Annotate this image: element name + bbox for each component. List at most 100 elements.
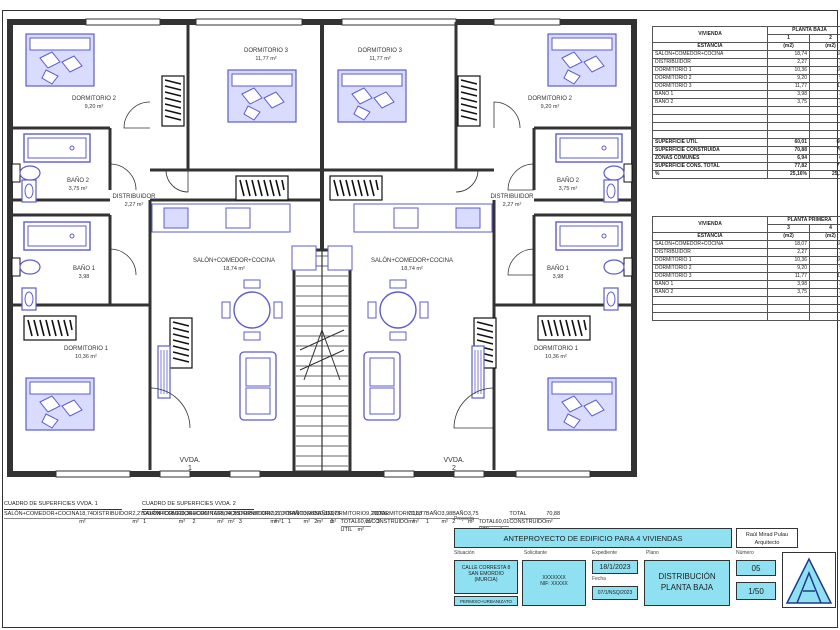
- escala: 1/50: [736, 582, 776, 600]
- cooktop-icon: [393, 207, 419, 229]
- table-cell: 3,75: [767, 288, 810, 297]
- fecha-label: Fecha: [592, 576, 606, 582]
- table-cell: 60,01: [809, 138, 840, 147]
- bottom-code: PERMISO+URBANIZATO: [454, 596, 518, 606]
- proyecto-title: ANTEPROYECTO DE EDIFICIO PARA 4 VIVIENDA…: [454, 528, 732, 548]
- table-cell: %: [652, 170, 768, 179]
- table-cell: 11,77: [809, 82, 840, 91]
- table-cell: SALÓN+COMEDOR+COCINA: [652, 240, 768, 249]
- cuadro-value: 18,74 m²: [79, 510, 93, 526]
- cuadro-label: BAÑO 2: [452, 510, 468, 526]
- table-cell: 10,36: [767, 256, 810, 265]
- shower-icon: [555, 221, 623, 251]
- sofa-icon: [363, 351, 401, 421]
- fridge-icon: [327, 245, 353, 271]
- cuadro-value: 2,27 m²: [132, 510, 144, 526]
- room-label: BAÑO 2: [557, 177, 580, 184]
- cuadro-value: 9,20 m²: [228, 510, 239, 526]
- sink-icon: [21, 287, 37, 311]
- room-area: 11,77 m²: [255, 56, 276, 62]
- table-row: DORMITORIO 311,7711,77: [652, 272, 840, 281]
- cuadro-value: 70,88 m²: [408, 510, 423, 526]
- table-cell: 70,88: [809, 146, 840, 155]
- title-block: Proyecto ANTEPROYECTO DE EDIFICIO PARA 4…: [452, 516, 838, 626]
- cuadro-value: 11,77 m²: [412, 510, 426, 526]
- room-label: DORMITORIO 1: [534, 346, 579, 352]
- wardrobe-icon: [235, 175, 289, 201]
- cuadro-label: DORMITORIO 1: [143, 510, 179, 526]
- plano: DISTRIBUCIÓN PLANTA BAJA: [644, 560, 730, 606]
- table-cell: DORMITORIO 1: [652, 66, 768, 75]
- table-header: PLANTA PRIMERA: [767, 216, 840, 225]
- door-swing: [165, 169, 189, 193]
- table-cell: 70,88: [767, 146, 810, 155]
- table-cell: 3,98: [767, 90, 810, 99]
- door-swing: [123, 101, 151, 129]
- shower-icon: [555, 133, 623, 163]
- table-header: (m2): [767, 232, 810, 241]
- cuadro-label: BAÑO 1: [287, 510, 304, 526]
- window: [341, 18, 457, 26]
- table-row: [652, 296, 840, 305]
- cuadro-label: DORMITORIO 2: [192, 510, 229, 526]
- table-cell: 10,36: [767, 66, 810, 75]
- table-cell: 18,74: [809, 50, 840, 59]
- window: [229, 470, 261, 478]
- table-cell: 11,77: [808, 272, 840, 281]
- table-cell: SUPERFICIE CONS. TOTAL: [652, 162, 768, 171]
- table-cell: DORMITORIO 2: [652, 264, 768, 273]
- cuadro-label: BAÑO 1: [425, 510, 442, 526]
- room-area: 3,75 m²: [69, 186, 88, 192]
- solicitante: XXXXXXX NIF: XXXXX: [522, 560, 586, 606]
- table-cell: 9,20: [767, 74, 810, 83]
- table-header: 1: [767, 34, 810, 43]
- bed-icon: [547, 377, 617, 431]
- table-row: DORMITORIO 29,209,20: [652, 264, 840, 273]
- toilet-icon: [603, 257, 633, 277]
- sink-icon: [603, 179, 619, 203]
- window: [55, 470, 131, 478]
- expediente-label: Expediente: [592, 550, 618, 556]
- cuadro-label: SALÓN+COMEDOR+COCINA: [142, 510, 218, 517]
- table-header: (m2): [808, 232, 840, 241]
- bed-icon: [227, 69, 297, 123]
- table-cell: 18,07: [808, 240, 840, 249]
- bed-icon: [547, 33, 617, 87]
- room-area: 3,98: [553, 274, 564, 280]
- room-label: BAÑO 2: [67, 177, 90, 184]
- door-swing: [455, 169, 479, 193]
- room-area: 18,74 m²: [223, 266, 245, 272]
- cuadro-label: TOTAL CONSTRUIDO: [371, 510, 409, 526]
- window: [195, 18, 303, 26]
- dining-table-icon: [221, 279, 283, 341]
- table-cell: BAÑO 2: [652, 288, 768, 297]
- table-cell: DORMITORIO 3: [652, 82, 768, 91]
- room-label: BAÑO 1: [73, 265, 96, 272]
- cuadro-value: 10,36 m²: [178, 510, 193, 526]
- wardrobe-icon: [329, 175, 383, 201]
- table-cell: 6,94: [767, 154, 810, 163]
- cuadro-label: DORMITORIO 3: [376, 510, 413, 526]
- door-swing: [109, 248, 137, 276]
- room-area: 2,27 m²: [125, 202, 144, 208]
- window: [383, 470, 415, 478]
- room-area: 2,27 m²: [503, 202, 522, 208]
- table-cell: 2,27: [767, 58, 810, 67]
- cuadro-value: 3,75 m²: [467, 510, 479, 526]
- cuadro-label: BAÑO 2: [314, 510, 330, 526]
- cuadro-value: 3,98 m²: [303, 510, 315, 526]
- wardrobe-icon: [161, 75, 185, 127]
- fecha2: 07/1/NSQ/2023: [592, 586, 638, 600]
- table-header: ESTANCIA: [652, 42, 768, 51]
- table-row: [652, 114, 840, 123]
- sofa-icon: [239, 351, 277, 421]
- cuadro-value: 10,36 m²: [316, 510, 331, 526]
- table-cell: SUPERFICIE ÚTIL: [652, 138, 768, 147]
